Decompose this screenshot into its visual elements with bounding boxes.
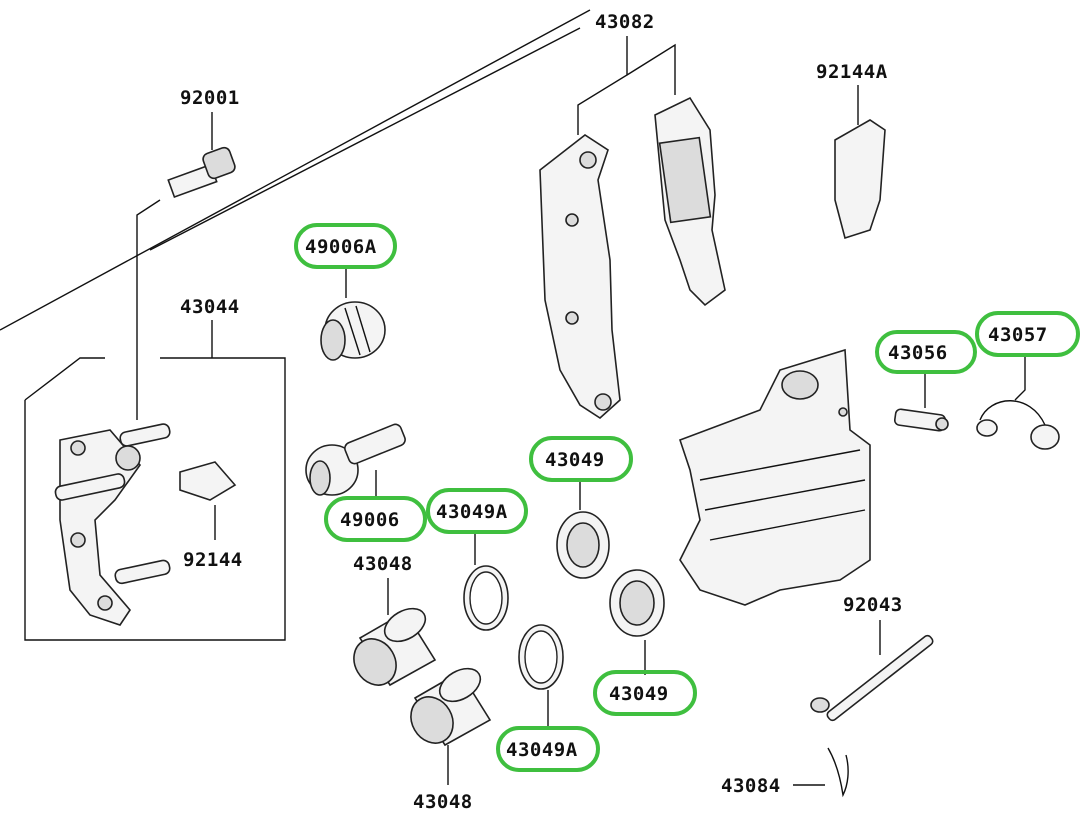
- boot-49006A: [320, 301, 386, 361]
- pin-92043: [810, 634, 934, 722]
- seal-43049-bottom: [609, 569, 665, 637]
- highlight-43049-top: [529, 436, 633, 482]
- bolt-92001: [167, 146, 236, 199]
- clip-43084: [827, 747, 849, 798]
- piston-43048-top: [353, 607, 437, 687]
- highlight-43049A-top: [426, 488, 528, 534]
- clip-92144: [179, 461, 237, 501]
- label-43049A-top: 43049A: [436, 501, 508, 523]
- label-49006: 49006: [340, 509, 400, 531]
- label-92001: 92001: [180, 87, 240, 109]
- highlight-43057: [975, 311, 1080, 357]
- label-43084: 43084: [721, 775, 781, 797]
- part-labels: 43082 92144A 92001 49006A 43044 43056 43…: [180, 11, 1048, 813]
- seal-43049-top: [556, 511, 610, 579]
- label-43056: 43056: [888, 342, 948, 364]
- label-43057: 43057: [988, 324, 1048, 346]
- brake-pads-43082: [539, 96, 726, 420]
- label-43049-bottom: 43049: [609, 683, 669, 705]
- bleeder-43056: [893, 408, 949, 432]
- piston-43048-bottom: [410, 667, 492, 747]
- seal-43049A-top: [463, 565, 509, 631]
- highlight-43049A-bottom: [496, 726, 600, 772]
- label-49006A: 49006A: [305, 236, 377, 258]
- pin-49006: [305, 423, 406, 496]
- highlight-43056: [875, 330, 977, 374]
- label-43048-bottom: 43048: [413, 791, 473, 813]
- leader-lines: [136, 36, 1026, 786]
- label-92144: 92144: [183, 549, 243, 571]
- cap-43057: [976, 400, 1060, 450]
- label-43048-top: 43048: [353, 553, 413, 575]
- highlight-43049-bottom: [593, 670, 697, 716]
- highlight-49006: [324, 496, 427, 542]
- highlight-rings: [294, 223, 1080, 772]
- label-92144A: 92144A: [816, 61, 888, 83]
- caliper-body: [678, 348, 871, 606]
- bracket-43044: [54, 423, 171, 626]
- label-43082: 43082: [595, 11, 655, 33]
- label-43044: 43044: [180, 296, 240, 318]
- label-43049-top: 43049: [545, 449, 605, 471]
- frame-lines: [0, 9, 591, 641]
- label-92043: 92043: [843, 594, 903, 616]
- spring-92144A: [834, 119, 886, 240]
- highlight-49006A: [294, 223, 397, 269]
- seal-43049A-bottom: [518, 624, 564, 690]
- label-43049A-bottom: 43049A: [506, 739, 578, 761]
